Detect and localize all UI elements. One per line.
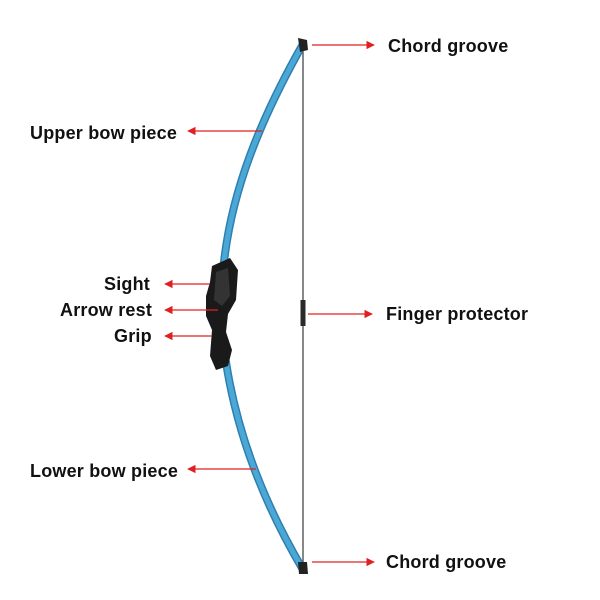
label-chord-groove-bottom: Chord groove: [386, 552, 507, 572]
riser-detail: [214, 268, 230, 306]
lower-limb: [222, 358, 306, 572]
label-arrow-rest: Arrow rest: [60, 300, 153, 320]
label-chord-groove-top: Chord groove: [388, 36, 509, 56]
lower-limb-highlight: [223, 359, 305, 571]
bottom-limb-tip: [298, 562, 308, 574]
finger-protector-mark: [300, 300, 306, 326]
label-finger-protector: Finger protector: [386, 304, 529, 324]
riser: [206, 258, 238, 370]
upper-limb: [220, 40, 307, 266]
upper-limb-highlight: [221, 41, 306, 265]
top-limb-tip: [298, 38, 308, 52]
label-lower-bow-piece: Lower bow piece: [30, 461, 179, 481]
label-upper-bow-piece: Upper bow piece: [30, 123, 178, 143]
label-sight: Sight: [104, 274, 150, 294]
label-grip: Grip: [114, 326, 152, 346]
